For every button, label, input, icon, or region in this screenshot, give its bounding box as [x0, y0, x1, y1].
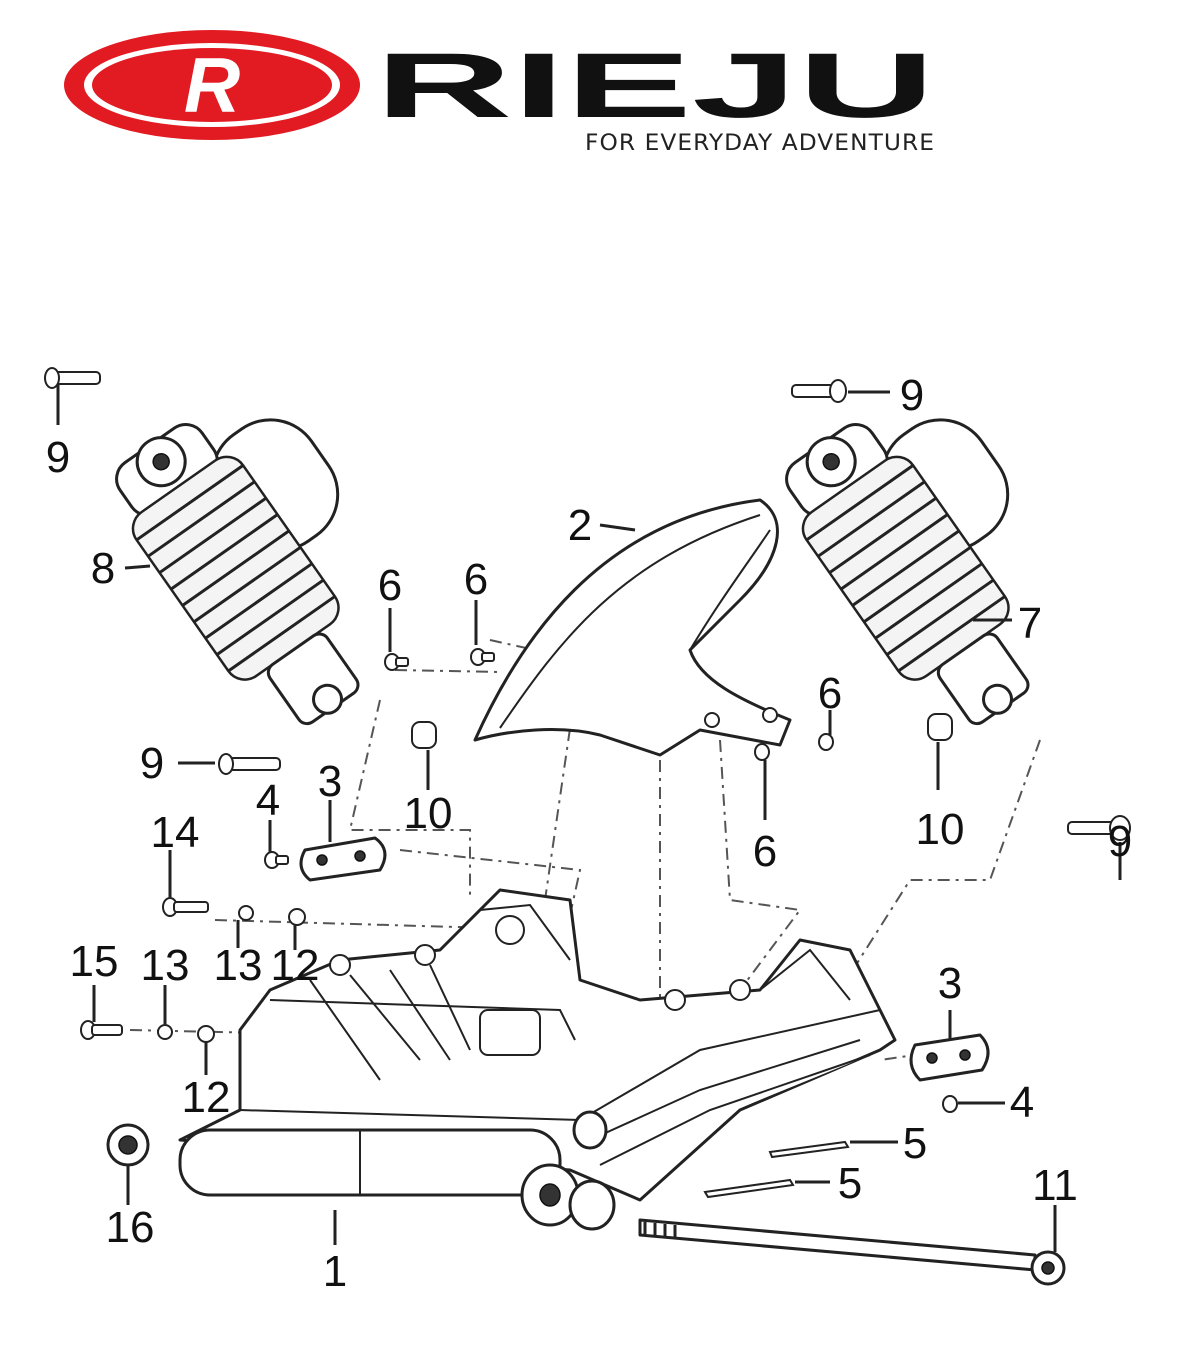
callout-6-a: 6: [378, 561, 402, 610]
pivot-nut: [106, 1123, 150, 1167]
callout-6-d: 6: [753, 827, 777, 876]
callout-9-right: 9: [1108, 817, 1132, 866]
callout-13-b: 13: [141, 941, 190, 990]
rear-mudguard: [473, 498, 792, 757]
callout-8: 8: [91, 544, 115, 593]
leader-lines: [56, 385, 1122, 1252]
callout-7: 7: [1018, 599, 1042, 648]
callout-5-b: 5: [838, 1159, 862, 1208]
logo-core: [92, 48, 332, 122]
callout-4-left: 4: [256, 776, 280, 825]
logo-letter: R: [184, 41, 240, 129]
callout-4-right: 4: [1010, 1078, 1034, 1127]
shock-absorber-right: [785, 418, 1030, 726]
callout-13-a: 13: [214, 941, 263, 990]
callout-3-right: 3: [938, 959, 962, 1008]
chain-adjuster-left: [299, 836, 387, 882]
chain-adjuster-right: [909, 1033, 990, 1082]
callout-12-b: 12: [182, 1073, 231, 1122]
callout-9-top-right: 9: [900, 371, 924, 420]
callout-9-top-left: 9: [46, 433, 70, 482]
callout-1: 1: [323, 1247, 347, 1296]
callout-16: 16: [106, 1203, 155, 1252]
callout-10-right: 10: [916, 805, 965, 854]
callout-2: 2: [568, 501, 592, 550]
swingarm: [178, 888, 897, 1231]
callout-6-c: 6: [818, 669, 842, 718]
callout-3-left: 3: [318, 757, 342, 806]
callout-15: 15: [70, 937, 119, 986]
shock-absorber-left: [115, 418, 360, 726]
callout-10-left: 10: [404, 789, 453, 838]
callout-labels: 9 9 8 2 6 6 6 6 7 9 10 10 9 4 3 14 13 12…: [46, 371, 1132, 1296]
callout-11: 11: [1032, 1161, 1078, 1210]
brand-name: RIEJU: [375, 35, 935, 137]
callout-6-b: 6: [464, 555, 488, 604]
rieju-logo: R RIEJU FOR EVERYDAY ADVENTURE: [64, 30, 935, 156]
callout-5-a: 5: [903, 1119, 927, 1168]
brand-tagline: FOR EVERYDAY ADVENTURE: [585, 131, 935, 156]
axle: [638, 1218, 1066, 1286]
fasteners: [44, 367, 1131, 1199]
callout-9-mid-left: 9: [140, 739, 164, 788]
callout-14: 14: [151, 808, 200, 857]
callout-12-a: 12: [271, 941, 320, 990]
